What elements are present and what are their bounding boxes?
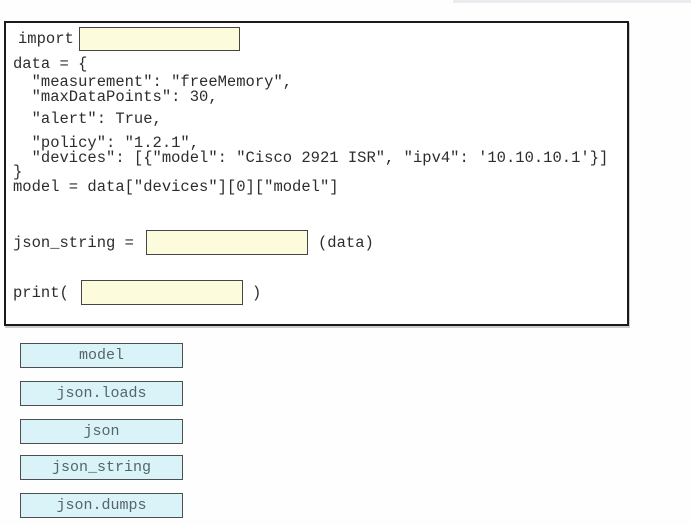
json-string-assignment-label: json_string = (13, 234, 134, 252)
window-edge-artifact (453, 0, 691, 3)
code-line-policy: "policy": "1.2.1", (13, 134, 200, 152)
code-line-model-assignment: model = data["devices"][0]["model"] (13, 178, 339, 196)
drag-option-json-dumps[interactable]: json.dumps (20, 493, 183, 518)
drag-option-label: json.loads (56, 385, 147, 402)
import-drop-target[interactable] (79, 27, 240, 51)
code-line-data-open: data = { (13, 55, 88, 73)
drag-option-json[interactable]: json (20, 419, 183, 444)
print-close-label: ) (252, 284, 262, 302)
drag-option-json-loads[interactable]: json.loads (20, 381, 183, 406)
drag-option-label: model (78, 347, 124, 364)
print-drop-target[interactable] (81, 280, 243, 305)
code-line-devices: "devices": [{"model": "Cisco 2921 ISR", … (13, 149, 609, 167)
json-string-drop-target[interactable] (146, 230, 308, 255)
drag-option-label: json_string (51, 459, 152, 476)
code-line-close-brace: } (13, 163, 23, 181)
drag-option-label: json.dumps (56, 497, 147, 514)
print-open-label: print( (13, 284, 69, 302)
import-keyword: import (18, 30, 74, 48)
code-panel: import data = { "measurement": "freeMemo… (4, 21, 629, 326)
drag-option-model[interactable]: model (20, 343, 183, 368)
code-line-measurement: "measurement": "freeMemory", (13, 73, 293, 91)
code-line-maxdatapoints: "maxDataPoints": 30, (13, 88, 218, 106)
code-line-alert: "alert": True, (13, 110, 162, 128)
drag-option-json-string[interactable]: json_string (20, 455, 183, 480)
json-string-call-args-label: (data) (318, 234, 374, 252)
drag-option-label: json (83, 423, 120, 440)
